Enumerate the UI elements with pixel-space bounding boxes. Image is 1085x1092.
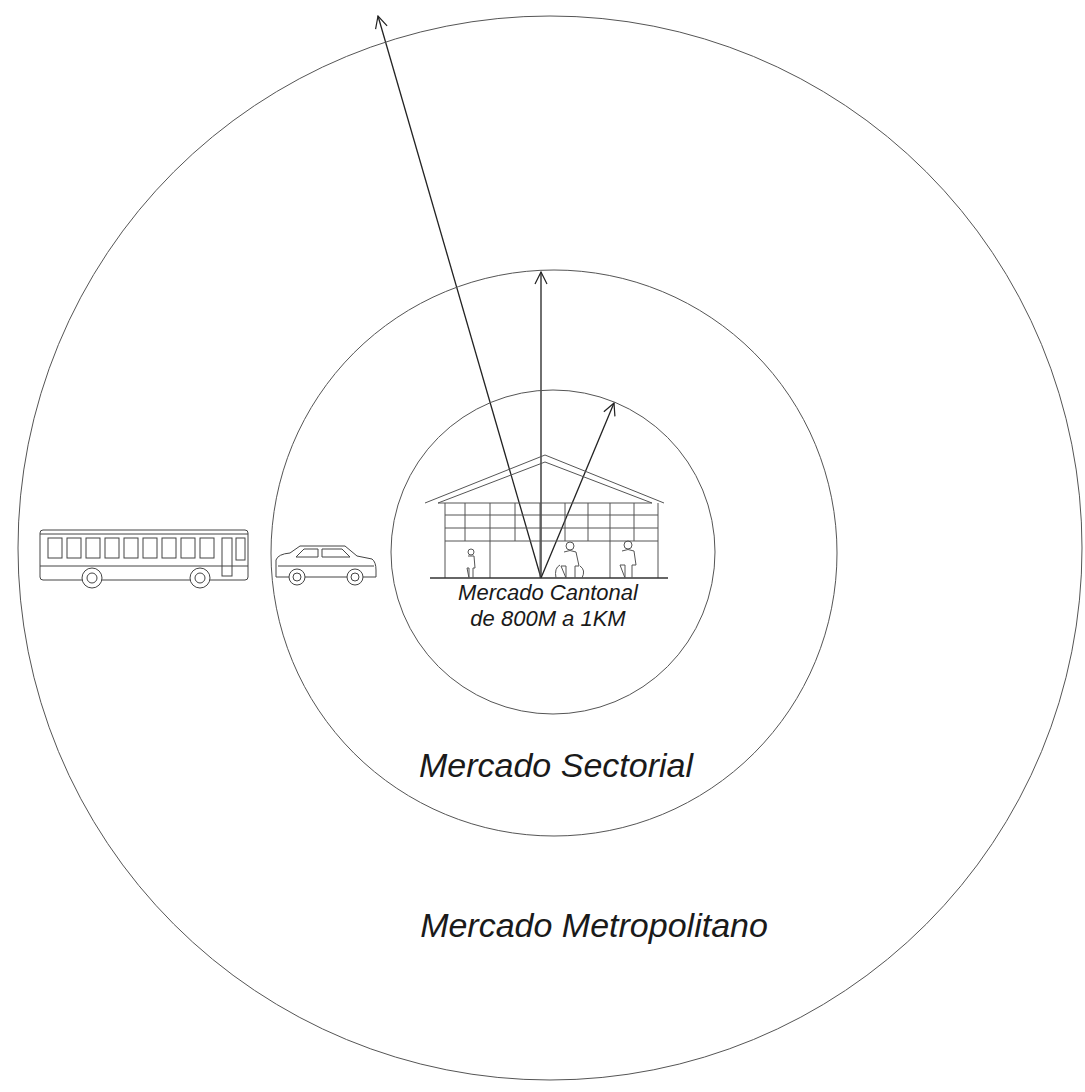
zone-circle-line — [271, 270, 837, 836]
bus-icon — [40, 530, 248, 588]
car-icon — [276, 546, 376, 585]
zone-outline — [390, 389, 716, 715]
radius-arrows — [378, 16, 614, 578]
market-zone-circle: Mercado MetropolitanoMercado SectorialMe… — [17, 15, 1083, 1081]
market-building — [425, 455, 668, 578]
zone-label: Mercado Sectorial — [419, 745, 693, 786]
zone-label: Mercado Cantonal de 800M a 1KM — [453, 580, 643, 633]
market-zone-circle: Mercado Cantonal de 800M a 1KM — [390, 389, 716, 715]
zone-label: Mercado Metropolitano — [420, 905, 768, 946]
people-figures — [467, 541, 636, 578]
zone-circle-line — [391, 390, 715, 714]
market-zone-circle: Mercado Sectorial Mercado Cantonal de 800… — [270, 269, 838, 837]
zone-circle-line — [18, 16, 1082, 1080]
